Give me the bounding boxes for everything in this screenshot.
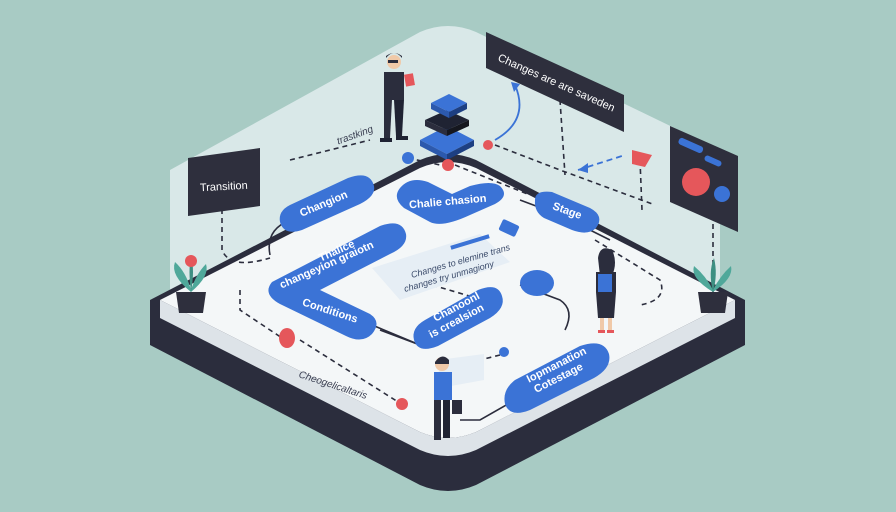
- transition-tag-label: Transition: [200, 180, 248, 194]
- person-at-board: [434, 354, 484, 440]
- record-indicator-icon: [682, 168, 710, 196]
- monitor-panel: [670, 126, 738, 232]
- connector-arrow: [577, 154, 626, 171]
- plant-left-icon: [174, 255, 207, 313]
- stacked-blocks-icon: [420, 94, 474, 160]
- person-standing-woman: [596, 248, 616, 333]
- transition-tag: Transition: [188, 148, 260, 216]
- chalie-chasion-node: Chalie chasion: [396, 180, 504, 224]
- connector-arrow: [494, 84, 521, 141]
- flow-node-oval: [520, 270, 554, 296]
- flow-node-dot: [483, 140, 493, 150]
- flow-node-dot: [279, 328, 295, 348]
- flow-node-dot: [499, 347, 509, 357]
- flow-node-dot: [442, 159, 454, 171]
- flow-node-dot: [396, 398, 408, 410]
- flow-node-dot: [402, 152, 414, 164]
- flow-node-block: [498, 219, 520, 237]
- flag-icon: [632, 150, 652, 167]
- person-with-tablet: [380, 53, 415, 142]
- plant-right-icon: [693, 258, 732, 313]
- stage-node: Stage: [534, 191, 600, 233]
- arrow-head-icon: [511, 82, 520, 92]
- arrow-head-icon: [578, 163, 588, 173]
